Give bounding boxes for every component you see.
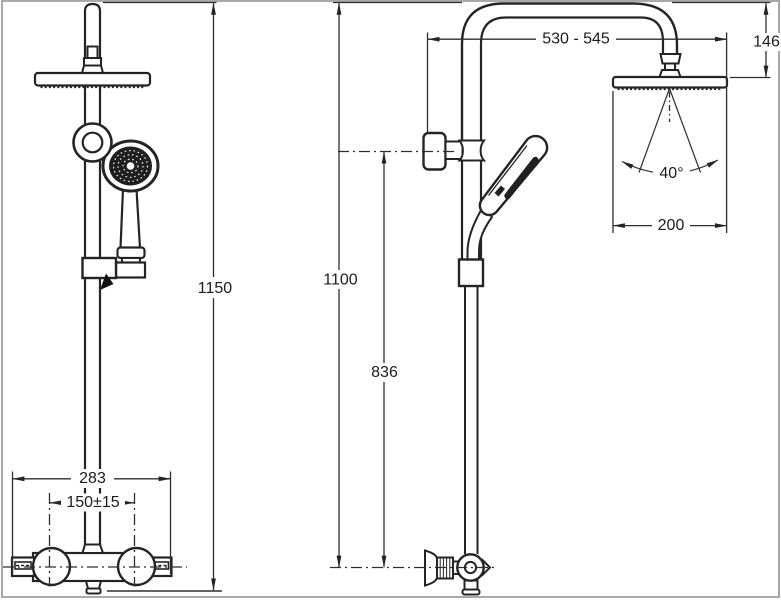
riser-pipe-side [460, 2, 679, 141]
dim-top-above-outlet-label: 1100 [323, 272, 358, 289]
mixer-outlet-side [461, 588, 481, 596]
hand-shower-side [478, 134, 549, 217]
dimensions: 1150 283 150±15 530 - 545 146 40° 200 11… [3, 1, 781, 592]
dim-supply-centers-label: 150±15 [66, 494, 119, 511]
dim-mixer-width-label: 283 [79, 470, 106, 487]
dim-head-diameter-label: 200 [658, 217, 685, 234]
slider-bracket-front [81, 256, 118, 280]
handshower-face-nozzle-rings [112, 150, 149, 183]
dim-head-drop-label: 146 [753, 34, 780, 51]
dim-spray-angle-label: 40° [659, 165, 683, 182]
release-arrow [100, 273, 114, 290]
dim-bracket-above-outlet-label: 836 [371, 364, 398, 381]
side-view [422, 2, 729, 596]
front-view [10, 2, 173, 595]
dim-total-height-label: 1150 [198, 280, 233, 297]
overhead-shower-side [611, 75, 729, 89]
slider-bracket-side [457, 258, 485, 288]
overhead-shower-front [33, 71, 152, 87]
dim-wall-to-head-label: 530 - 545 [542, 31, 610, 48]
mixer-outlet-front [85, 587, 102, 595]
